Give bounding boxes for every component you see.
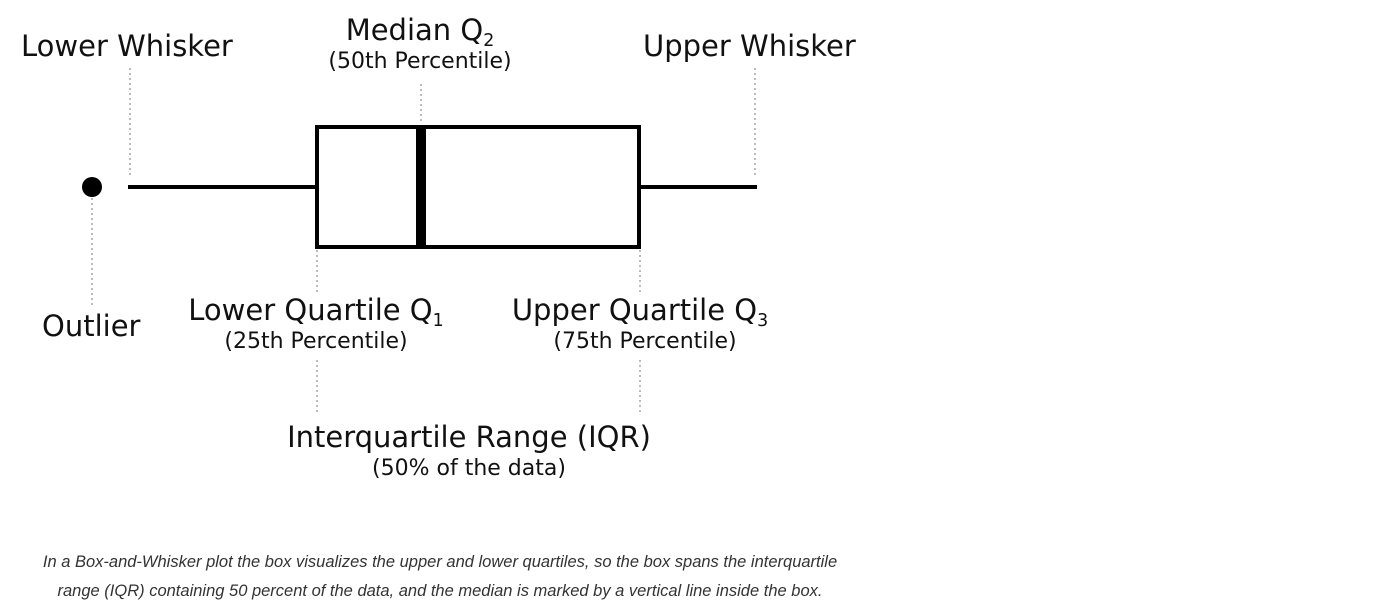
interquartile-box [315,125,641,249]
caption-line-2: range (IQR) containing 50 percent of the… [57,582,823,600]
iqr-note: (50% of the data) [372,456,566,481]
upper-quartile-subscript: 3 [757,311,769,332]
upper-quartile-label: Upper Quartile Q3 [511,293,768,330]
upper-whisker-label: Upper Whisker [643,29,856,63]
median-note: (50th Percentile) [328,49,512,74]
outlier-label: Outlier [42,309,141,343]
lower-quartile-subscript: 1 [432,311,444,332]
median-label-text: Median Q [345,13,484,47]
median-label: Median Q2 [345,13,495,50]
upper-quartile-label-text: Upper Quartile Q [511,293,758,327]
outlier-point [82,177,102,197]
lower-quartile-label-text: Lower Quartile Q [188,293,433,327]
caption-line-1: In a Box-and-Whisker plot the box visual… [42,553,838,571]
lower-whisker-label: Lower Whisker [21,29,233,63]
figure-caption: In a Box-and-Whisker plot the box visual… [0,548,880,606]
lower-quartile-label: Lower Quartile Q1 [188,293,443,330]
lower-quartile-note: (25th Percentile) [224,329,408,354]
iqr-label: Interquartile Range (IQR) [287,420,651,454]
upper-quartile-note: (75th Percentile) [553,329,737,354]
median-subscript: 2 [483,31,495,52]
